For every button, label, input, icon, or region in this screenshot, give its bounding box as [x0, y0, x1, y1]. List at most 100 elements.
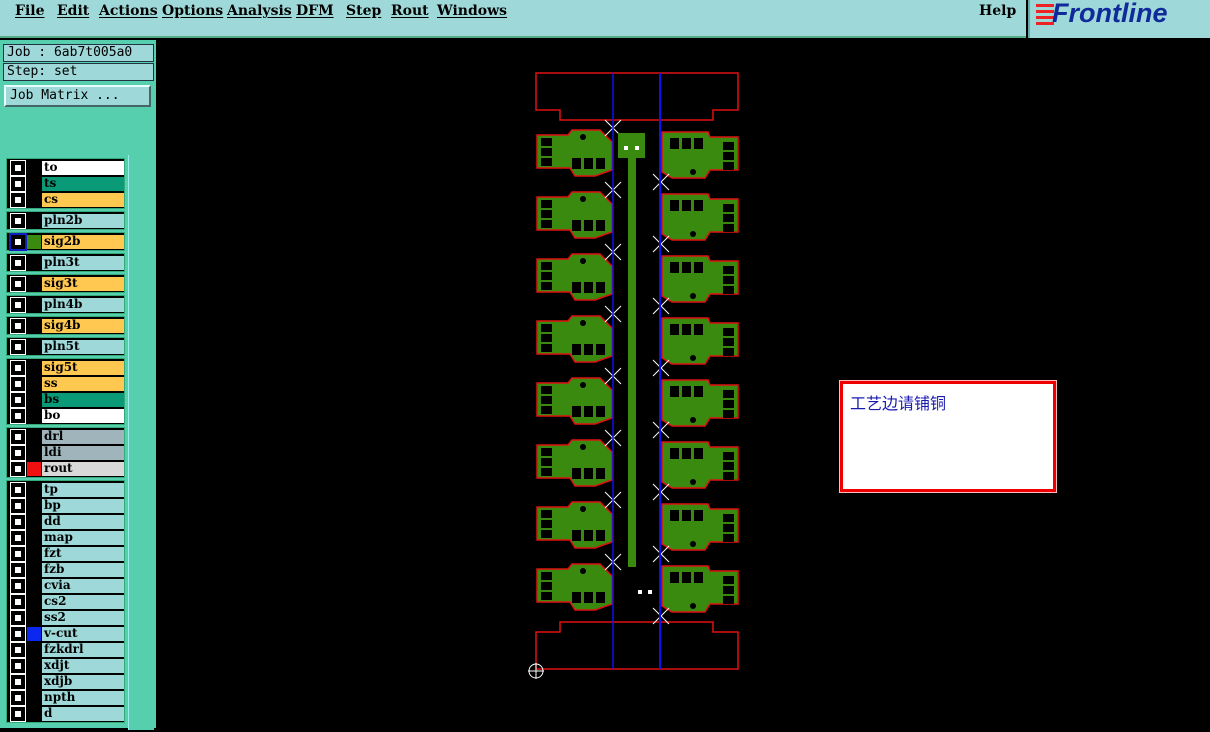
layer-checkbox[interactable] [10, 562, 26, 578]
menu-file[interactable]: File [15, 3, 45, 19]
layer-checkbox[interactable] [10, 213, 26, 229]
layer-row-bp[interactable]: bp [9, 498, 124, 514]
layer-name[interactable]: cs2 [42, 595, 124, 609]
layer-checkbox[interactable] [10, 610, 26, 626]
menu-dfm[interactable]: DFM [296, 3, 334, 19]
layer-row-pln3t[interactable]: pln3t [9, 255, 124, 271]
layer-checkbox[interactable] [10, 192, 26, 208]
layer-checkbox[interactable] [10, 392, 26, 408]
layer-row-map[interactable]: map [9, 530, 124, 546]
layer-row-drl[interactable]: drl [9, 429, 124, 445]
layer-name[interactable]: pln2b [42, 214, 124, 228]
menu-options[interactable]: Options [162, 3, 224, 19]
layer-name[interactable]: ldi [42, 446, 124, 460]
layer-name[interactable]: rout [42, 462, 124, 476]
layer-row-pln2b[interactable]: pln2b [9, 213, 124, 229]
layer-row-dd[interactable]: dd [9, 514, 124, 530]
layer-checkbox[interactable] [10, 176, 26, 192]
layer-checkbox[interactable] [10, 429, 26, 445]
layer-checkbox[interactable] [10, 706, 26, 722]
layer-checkbox[interactable] [10, 498, 26, 514]
layer-row-pln5t[interactable]: pln5t [9, 339, 124, 355]
layer-checkbox[interactable] [10, 445, 26, 461]
layer-checkbox[interactable] [10, 594, 26, 610]
layer-name[interactable]: v-cut [42, 627, 124, 641]
layer-name[interactable]: bs [42, 393, 124, 407]
layer-scrollbar[interactable] [128, 155, 154, 730]
layer-name[interactable]: ss [42, 377, 124, 391]
layer-row-pln4b[interactable]: pln4b [9, 297, 124, 313]
layer-name[interactable]: fzb [42, 563, 124, 577]
menu-edit[interactable]: Edit [57, 3, 90, 19]
layer-row-d[interactable]: d [9, 706, 124, 722]
layer-row-sig4b[interactable]: sig4b [9, 318, 124, 334]
menu-analysis[interactable]: Analysis [227, 3, 292, 19]
layer-checkbox[interactable] [10, 674, 26, 690]
layer-checkbox[interactable] [10, 360, 26, 376]
layer-row-bo[interactable]: bo [9, 408, 124, 424]
layer-name[interactable]: xdjb [42, 675, 124, 689]
layer-name[interactable]: bo [42, 409, 124, 423]
layer-row-fzb[interactable]: fzb [9, 562, 124, 578]
layer-checkbox[interactable] [10, 530, 26, 546]
layer-row-bs[interactable]: bs [9, 392, 124, 408]
layer-row-ss[interactable]: ss [9, 376, 124, 392]
layer-name[interactable]: pln3t [42, 256, 124, 270]
layer-name[interactable]: to [42, 161, 124, 175]
layer-checkbox[interactable] [10, 626, 26, 642]
layer-name[interactable]: dd [42, 515, 124, 529]
layer-checkbox[interactable] [10, 408, 26, 424]
layer-checkbox[interactable] [10, 546, 26, 562]
layer-checkbox[interactable] [10, 318, 26, 334]
layer-name[interactable]: sig3t [42, 277, 124, 291]
job-matrix-button[interactable]: Job Matrix ... [4, 85, 151, 107]
layer-checkbox[interactable] [10, 642, 26, 658]
layer-row-tp[interactable]: tp [9, 482, 124, 498]
layer-name[interactable]: cs [42, 193, 124, 207]
layer-checkbox[interactable] [10, 297, 26, 313]
layer-row-cvia[interactable]: cvia [9, 578, 124, 594]
layer-row-v-cut[interactable]: v-cut [9, 626, 124, 642]
layer-name[interactable]: npth [42, 691, 124, 705]
layer-name[interactable]: tp [42, 483, 124, 497]
layer-row-npth[interactable]: npth [9, 690, 124, 706]
menu-windows[interactable]: Windows [437, 3, 508, 19]
layer-name[interactable]: xdjt [42, 659, 124, 673]
layer-name[interactable]: sig4b [42, 319, 124, 333]
menu-rout[interactable]: Rout [391, 3, 429, 19]
layer-checkbox[interactable] [10, 376, 26, 392]
layer-checkbox[interactable] [10, 255, 26, 271]
layer-checkbox[interactable] [10, 658, 26, 674]
layer-name[interactable]: sig5t [42, 361, 124, 375]
layer-name[interactable]: fzkdrl [42, 643, 124, 657]
layer-row-ts[interactable]: ts [9, 176, 124, 192]
layer-name[interactable]: fzt [42, 547, 124, 561]
menu-help[interactable]: Help [979, 3, 1017, 19]
layer-checkbox[interactable] [10, 339, 26, 355]
layer-row-xdjb[interactable]: xdjb [9, 674, 124, 690]
layer-row-sig5t[interactable]: sig5t [9, 360, 124, 376]
layer-row-ss2[interactable]: ss2 [9, 610, 124, 626]
layer-row-rout[interactable]: rout [9, 461, 124, 477]
layer-row-sig3t[interactable]: sig3t [9, 276, 124, 292]
layer-name[interactable]: pln4b [42, 298, 124, 312]
layer-name[interactable]: pln5t [42, 340, 124, 354]
layer-checkbox[interactable] [10, 514, 26, 530]
layer-checkbox[interactable] [10, 160, 26, 176]
layer-row-fzt[interactable]: fzt [9, 546, 124, 562]
layer-name[interactable]: cvia [42, 579, 124, 593]
layer-name[interactable]: map [42, 531, 124, 545]
layer-checkbox[interactable] [10, 690, 26, 706]
layer-row-sig2b[interactable]: sig2b [9, 233, 124, 251]
layer-name[interactable]: drl [42, 430, 124, 444]
layer-checkbox[interactable] [10, 461, 26, 477]
layer-row-to[interactable]: to [9, 160, 124, 176]
layer-row-cs2[interactable]: cs2 [9, 594, 124, 610]
layer-checkbox[interactable] [10, 482, 26, 498]
menu-step[interactable]: Step [346, 3, 382, 19]
layer-row-cs[interactable]: cs [9, 192, 124, 208]
layer-name[interactable]: ts [42, 177, 124, 191]
layer-checkbox[interactable] [10, 578, 26, 594]
layer-name[interactable]: bp [42, 499, 124, 513]
menu-actions[interactable]: Actions [99, 3, 158, 19]
